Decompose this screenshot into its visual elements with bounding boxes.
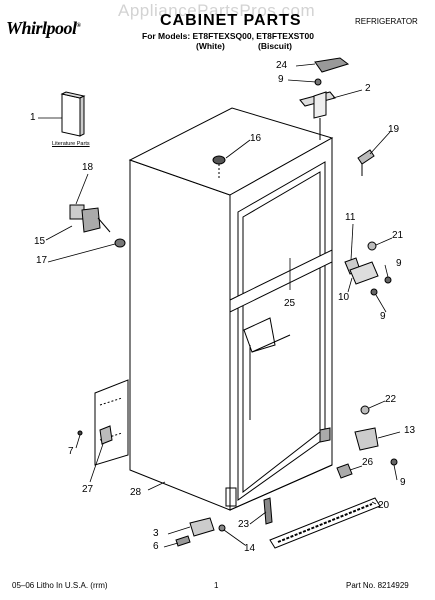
callout-20: 20 — [378, 500, 390, 511]
callout-26: 26 — [362, 457, 374, 468]
callout-15: 15 — [34, 236, 46, 247]
top-plug — [212, 155, 226, 165]
callout-28: 28 — [130, 487, 142, 498]
footer-page-number: 1 — [214, 581, 219, 590]
variant-white: (White) — [196, 41, 225, 51]
callout-1: 1 — [30, 112, 36, 123]
callout-9-center: 9 — [396, 258, 402, 269]
watermark: AppliancePartsPros.com — [118, 1, 316, 20]
literature-parts — [61, 93, 81, 137]
footer-part-number: Part No. 8214929 — [346, 581, 409, 590]
callout-11: 11 — [345, 212, 356, 223]
callout-25: 25 — [284, 298, 296, 309]
callout-7: 7 — [68, 446, 74, 457]
bottom-washer — [360, 405, 370, 415]
cabinet-side-panel — [129, 159, 231, 511]
appliance-category: REFRIGERATOR — [355, 17, 418, 26]
whirlpool-logo: Whirlpool® — [6, 18, 81, 38]
roller-assembly — [189, 517, 215, 537]
variant-biscuit: (Biscuit) — [258, 41, 292, 51]
roller-bracket — [336, 463, 353, 479]
callout-3: 3 — [153, 528, 159, 539]
divider-mullion — [229, 249, 333, 313]
callout-9-bottom: 9 — [400, 477, 406, 488]
cabinet-front-frame — [229, 137, 333, 511]
callout-19: 19 — [388, 124, 400, 135]
callout-9-center-lower: 9 — [380, 311, 386, 322]
page-title: CABINET PARTS — [160, 12, 302, 29]
callout-21: 21 — [392, 230, 404, 241]
callout-14: 14 — [244, 543, 256, 554]
callout-10: 10 — [338, 292, 350, 303]
callout-6: 6 — [153, 541, 159, 552]
bottom-hinge — [354, 427, 379, 451]
callout-2: 2 — [365, 83, 371, 94]
footer-print-code: 05–06 Litho In U.S.A. (rrm) — [12, 581, 108, 590]
bottom-bracket — [225, 487, 237, 507]
roller-rail — [263, 497, 273, 525]
leveler — [319, 427, 331, 443]
door-stop — [81, 207, 101, 233]
model-numbers: For Models: ET8FTEXSQ00, ET8FTEXST00 — [142, 31, 314, 41]
callout-17: 17 — [36, 255, 48, 266]
callout-27: 27 — [82, 484, 94, 495]
callout-9-top: 9 — [278, 74, 284, 85]
literature-parts-label: Literature Parts — [52, 141, 90, 147]
callout-22: 22 — [385, 394, 397, 405]
washer — [367, 241, 377, 251]
callout-18: 18 — [82, 162, 94, 173]
hinge-cover — [314, 57, 350, 73]
callout-23: 23 — [238, 519, 250, 530]
callout-24: 24 — [276, 60, 288, 71]
spacer — [114, 238, 126, 248]
callout-13: 13 — [404, 425, 416, 436]
callout-16: 16 — [250, 133, 262, 144]
inner-shelf-support — [243, 317, 276, 353]
